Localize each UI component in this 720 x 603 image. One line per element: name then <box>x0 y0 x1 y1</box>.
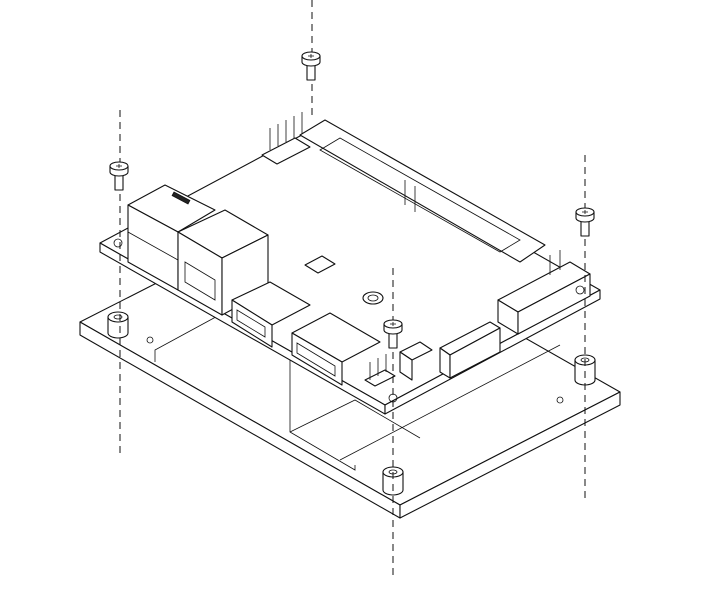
expansion-connector <box>497 250 591 335</box>
screw <box>383 319 403 349</box>
ethernet-jack <box>177 209 269 316</box>
carrier-board <box>99 112 601 415</box>
pin-header <box>364 354 396 387</box>
small-connector <box>304 255 336 274</box>
card-slot <box>439 321 501 379</box>
hdmi-connector <box>231 281 311 348</box>
standoff <box>107 311 129 339</box>
screw <box>109 161 129 191</box>
displayport-connector <box>291 312 381 386</box>
usb-connector <box>127 184 216 291</box>
screw <box>301 51 321 81</box>
mounting-hole <box>362 291 384 305</box>
pin-header <box>261 112 311 165</box>
memory-slot <box>299 119 546 263</box>
screw <box>575 207 595 237</box>
